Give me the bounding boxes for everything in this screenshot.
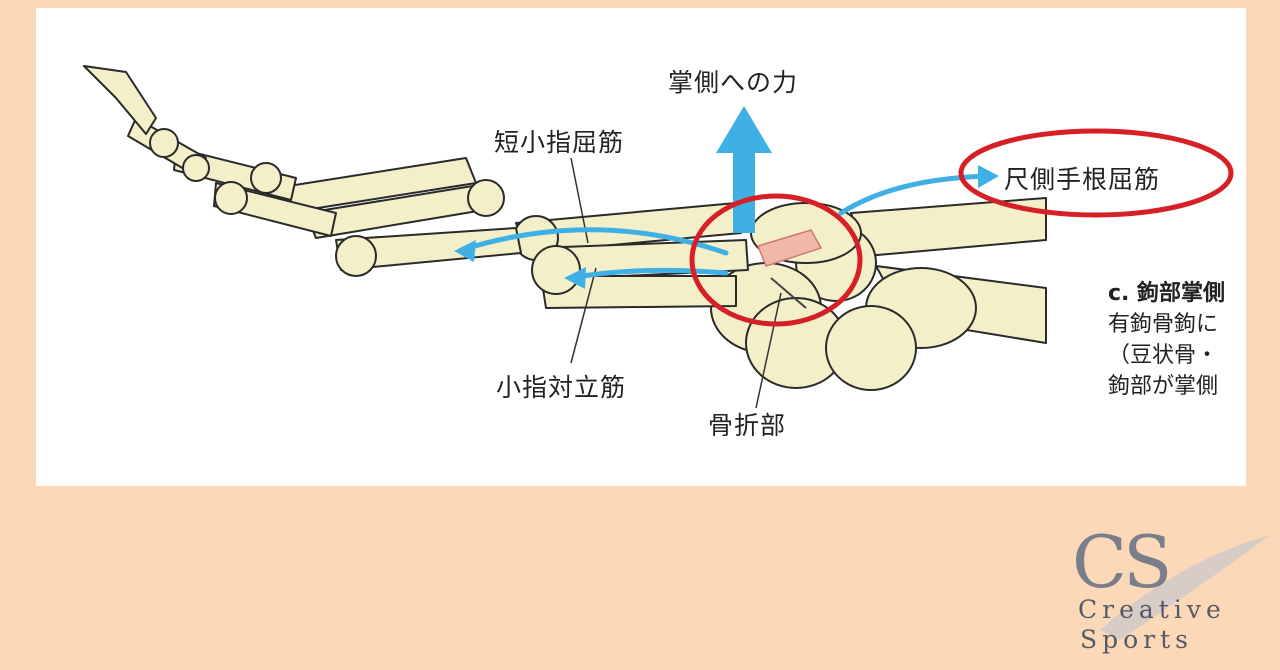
logo-mark: CS xyxy=(1072,520,1172,604)
phalanx-head xyxy=(250,162,282,194)
fcu-label: 尺側手根屈筋 xyxy=(1004,165,1161,194)
fcu-highlight-ring xyxy=(958,128,1234,218)
phalanx-head xyxy=(467,179,505,217)
arrow-head xyxy=(454,240,476,262)
phalanx-head xyxy=(335,235,377,277)
muscle-arrow-fcu xyxy=(838,173,994,216)
fracture-line xyxy=(770,277,807,309)
palmar-force-arrow-shaft xyxy=(733,148,755,233)
phalanx-head xyxy=(149,128,179,158)
fdm-brevis-label: 短小指屈筋 xyxy=(494,128,625,157)
phalanx-head xyxy=(214,181,248,215)
side-caption-line: 有鉤骨鉤に xyxy=(1108,312,1219,337)
palmar-force-arrow-head xyxy=(716,106,772,153)
creative-sports-logo: CS Creative Sports xyxy=(1060,520,1270,665)
fracture-site xyxy=(756,229,823,267)
fracture-label: 骨折部 xyxy=(708,411,787,440)
phalanx-head xyxy=(182,154,210,182)
side-caption-heading: c. 鉤部掌側 xyxy=(1108,281,1226,306)
metacarpal-bone xyxy=(540,275,737,309)
logo-swoosh xyxy=(1100,535,1270,640)
diagram-panel: 掌側への力 短小指屈筋 尺側手根屈筋 小指対立筋 骨折部 c. 鉤部掌側 有鉤骨… xyxy=(36,8,1246,486)
muscle-arrow-odm xyxy=(568,267,729,281)
leader-line xyxy=(570,267,597,364)
logo-word: Creative xyxy=(1078,595,1226,624)
fracture-highlight-ring xyxy=(689,193,863,327)
arrow-head xyxy=(564,267,586,289)
phalanx-bone xyxy=(83,65,157,135)
odm-label: 小指対立筋 xyxy=(496,373,627,402)
hand-bones-illustration xyxy=(83,65,1234,409)
side-caption-line: 鉤部が掌側 xyxy=(1108,374,1219,399)
leader-line xyxy=(755,292,782,409)
palmar-force-label: 掌側への力 xyxy=(668,68,799,97)
metacarpal-head xyxy=(531,245,581,295)
side-caption: c. 鉤部掌側 有鉤骨鉤に （豆状骨・ 鉤部が掌側 xyxy=(1108,278,1246,402)
carpal-bone xyxy=(825,305,917,391)
logo-word: Sports xyxy=(1080,625,1194,654)
arrow-head xyxy=(978,165,999,188)
side-caption-line: （豆状骨・ xyxy=(1108,343,1219,368)
